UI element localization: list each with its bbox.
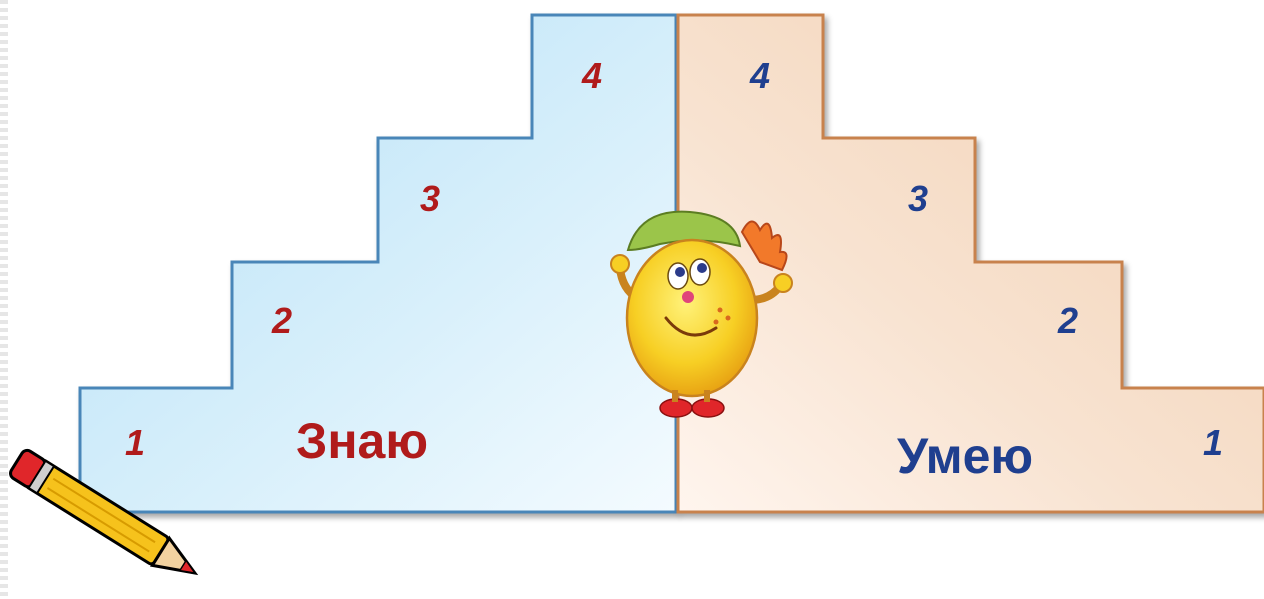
- pencil-icon: [9, 448, 199, 576]
- label-can: Умею: [897, 428, 1033, 484]
- right-step-4: 4: [749, 55, 770, 96]
- right-step-2: 2: [1057, 300, 1078, 341]
- sun-mascot-icon: [610, 210, 793, 418]
- right-step-3: 3: [908, 178, 928, 219]
- left-step-3: 3: [420, 178, 440, 219]
- right-step-1: 1: [1203, 422, 1223, 463]
- right-staircase: [676, 13, 1264, 514]
- left-step-1: 1: [125, 422, 145, 463]
- left-staircase: [78, 13, 678, 514]
- left-step-2: 2: [271, 300, 292, 341]
- label-know: Знаю: [296, 413, 428, 469]
- slide-edge-border: [0, 0, 8, 599]
- left-step-4: 4: [581, 55, 602, 96]
